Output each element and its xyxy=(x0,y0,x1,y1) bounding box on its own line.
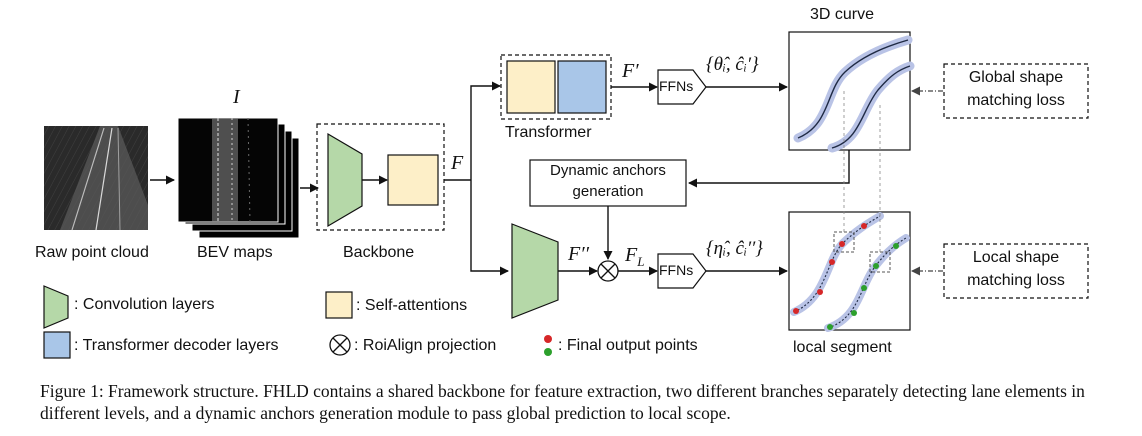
dynamic-anchors-line1: Dynamic anchors xyxy=(550,162,666,179)
global-loss-box xyxy=(943,63,1089,119)
legend-final-points-label: : Final output points xyxy=(558,337,698,354)
legend-conv-swatch xyxy=(43,285,69,329)
arrow-to-local-conv xyxy=(470,180,509,276)
figure-caption: Figure 1: Framework structure. FHLD cont… xyxy=(40,381,1085,423)
ffn-upper-label: FFNs xyxy=(659,78,694,94)
arrow-3d-curve-to-anchors xyxy=(688,150,850,188)
local-output-label: {η̂ᵢ, ĉᵢ′′} xyxy=(706,238,763,259)
ffn-lower-block xyxy=(657,253,707,289)
global-output-label: {θ̂ᵢ, ĉᵢ′} xyxy=(706,54,759,75)
legend-final-points-icon xyxy=(544,335,552,356)
local-loss-line2: matching loss xyxy=(967,272,1065,289)
framework-figure: Raw point cloud I BEV maps Backbone F Tr… xyxy=(35,6,1089,359)
local-segment-label: local segment xyxy=(793,339,892,356)
transformer-decoder-block xyxy=(557,60,607,114)
global-loss-line1: Global shape xyxy=(968,69,1064,86)
legend-self-attention-label: : Self-attentions xyxy=(356,297,468,314)
backbone-box xyxy=(316,123,445,231)
local-conv-block xyxy=(511,223,559,319)
local-loss-box xyxy=(943,243,1089,299)
transformer-label: Transformer xyxy=(505,124,592,141)
feature-f-double-prime-label: F′′ xyxy=(568,243,589,265)
feature-f-label: F xyxy=(451,152,464,174)
bev-maps-stack xyxy=(177,117,300,239)
transformer-self-attention-block xyxy=(506,60,556,114)
global-loss-line2: matching loss xyxy=(967,92,1065,109)
dynamic-anchors-line2: generation xyxy=(572,183,644,200)
legend-convolution-label: : Convolution layers xyxy=(74,296,215,313)
backbone-self-attention-block xyxy=(387,154,439,206)
ffn-upper-block xyxy=(657,69,707,105)
legend-self-attention-swatch xyxy=(325,291,353,319)
legend-roialign-label: : RoiAlign projection xyxy=(354,337,497,354)
ffn-lower-label: FFNs xyxy=(659,262,694,278)
feature-f-l-label: FL xyxy=(625,244,645,269)
roialign-operator xyxy=(597,260,619,282)
local-loss-line1: Local shape xyxy=(972,249,1060,266)
feature-f-prime-label: F′ xyxy=(622,60,639,82)
raw-point-cloud-image xyxy=(44,126,148,231)
3d-curve-panel xyxy=(788,31,915,153)
legend-decoder-label: : Transformer decoder layers xyxy=(74,337,279,354)
raw-point-cloud-label: Raw point cloud xyxy=(35,244,149,261)
bev-maps-label: BEV maps xyxy=(197,244,273,261)
local-segment-panel xyxy=(788,90,911,332)
framework-diagram xyxy=(43,31,1089,359)
backbone-label: Backbone xyxy=(343,244,415,261)
bev-input-symbol: I xyxy=(233,86,240,108)
legend-roialign-icon xyxy=(329,334,351,356)
legend-decoder-swatch xyxy=(43,331,71,359)
backbone-conv-block xyxy=(327,132,363,228)
3d-curve-label: 3D curve xyxy=(810,6,875,23)
arrow-to-transformer xyxy=(470,81,501,180)
